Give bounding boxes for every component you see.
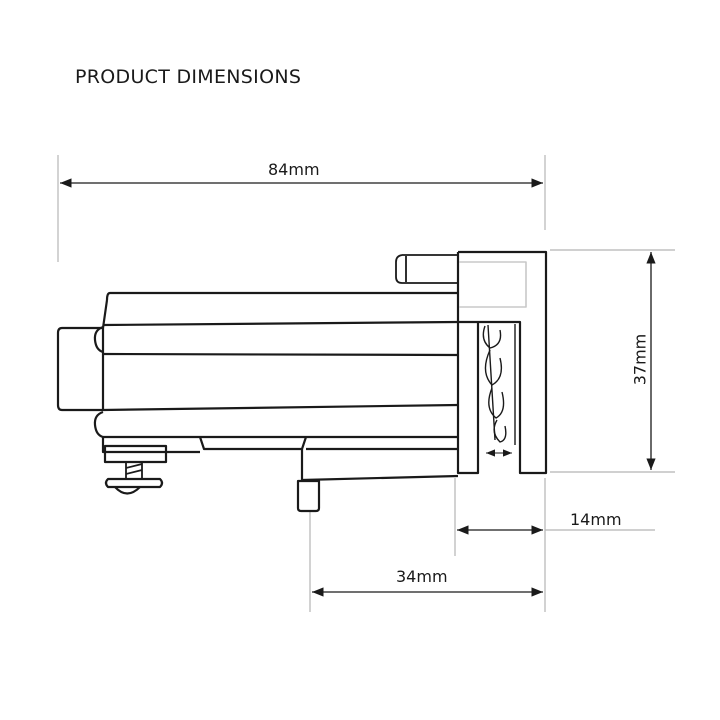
lower-bracket (300, 449, 459, 482)
end-cap (56, 326, 105, 412)
clip-waves (482, 325, 507, 443)
product-drawing (56, 250, 548, 513)
screw-head (114, 486, 141, 495)
dimension-arrows (60, 178, 656, 597)
clip-strip (487, 324, 516, 445)
rail-bottom (198, 436, 458, 451)
page-title: PRODUCT DIMENSIONS (75, 66, 302, 88)
washer (104, 477, 164, 489)
bump-top (93, 325, 104, 354)
body-top (101, 291, 458, 329)
dim-label-14: 14mm (570, 510, 622, 529)
dim-label-84: 84mm (268, 160, 320, 179)
dim-label-34: 34mm (396, 567, 448, 586)
bracket-outer (456, 250, 548, 475)
post (296, 479, 321, 513)
screw (125, 462, 143, 479)
pin (395, 254, 458, 284)
bracket-window (459, 261, 527, 308)
bump-bottom (93, 410, 104, 439)
screw-housing (103, 444, 168, 464)
dimension-lines (57, 155, 675, 612)
